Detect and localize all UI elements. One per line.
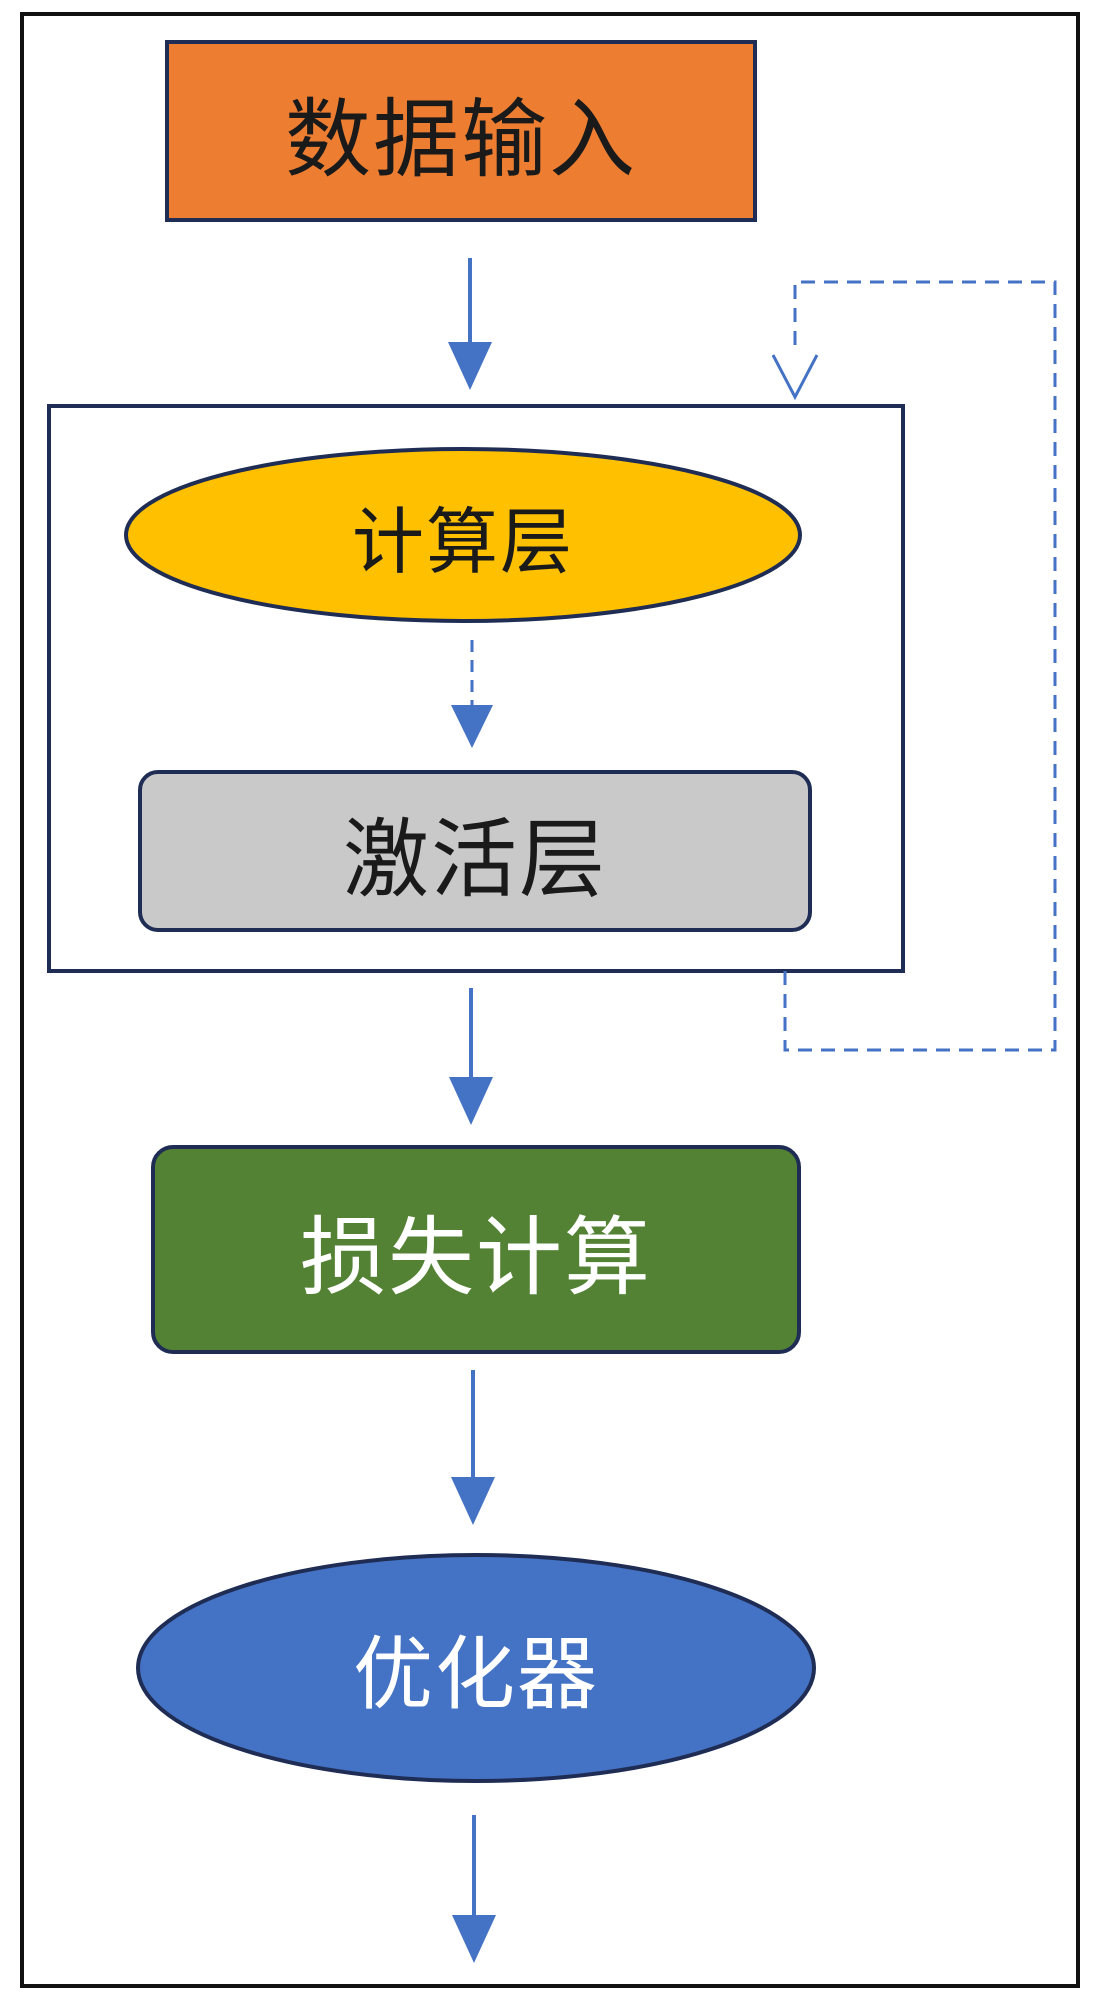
layer-group-box bbox=[47, 404, 905, 973]
activation-label: 激活层 bbox=[343, 809, 607, 910]
loss-box bbox=[151, 1145, 801, 1354]
arrow-compute-to-activation-head bbox=[451, 705, 493, 748]
compute-label: 计算层 bbox=[351, 499, 574, 584]
arrow-input-to-group-head bbox=[448, 342, 492, 390]
arrow-optimizer-out-head bbox=[452, 1915, 496, 1963]
feedback-loop-line bbox=[783, 280, 1057, 1052]
input-box bbox=[165, 40, 757, 222]
outer-frame bbox=[20, 12, 1080, 1988]
arrow-group-to-loss-head bbox=[449, 1077, 493, 1125]
optimizer-label: 优化器 bbox=[353, 1628, 599, 1721]
input-label: 数据输入 bbox=[285, 89, 637, 190]
loss-label: 损失计算 bbox=[300, 1208, 652, 1308]
feedback-loop-head bbox=[771, 354, 819, 401]
compute-ellipse bbox=[124, 447, 802, 623]
optimizer-ellipse bbox=[136, 1553, 816, 1783]
arrow-loss-to-optimizer-head bbox=[451, 1477, 495, 1525]
activation-box bbox=[138, 770, 812, 932]
